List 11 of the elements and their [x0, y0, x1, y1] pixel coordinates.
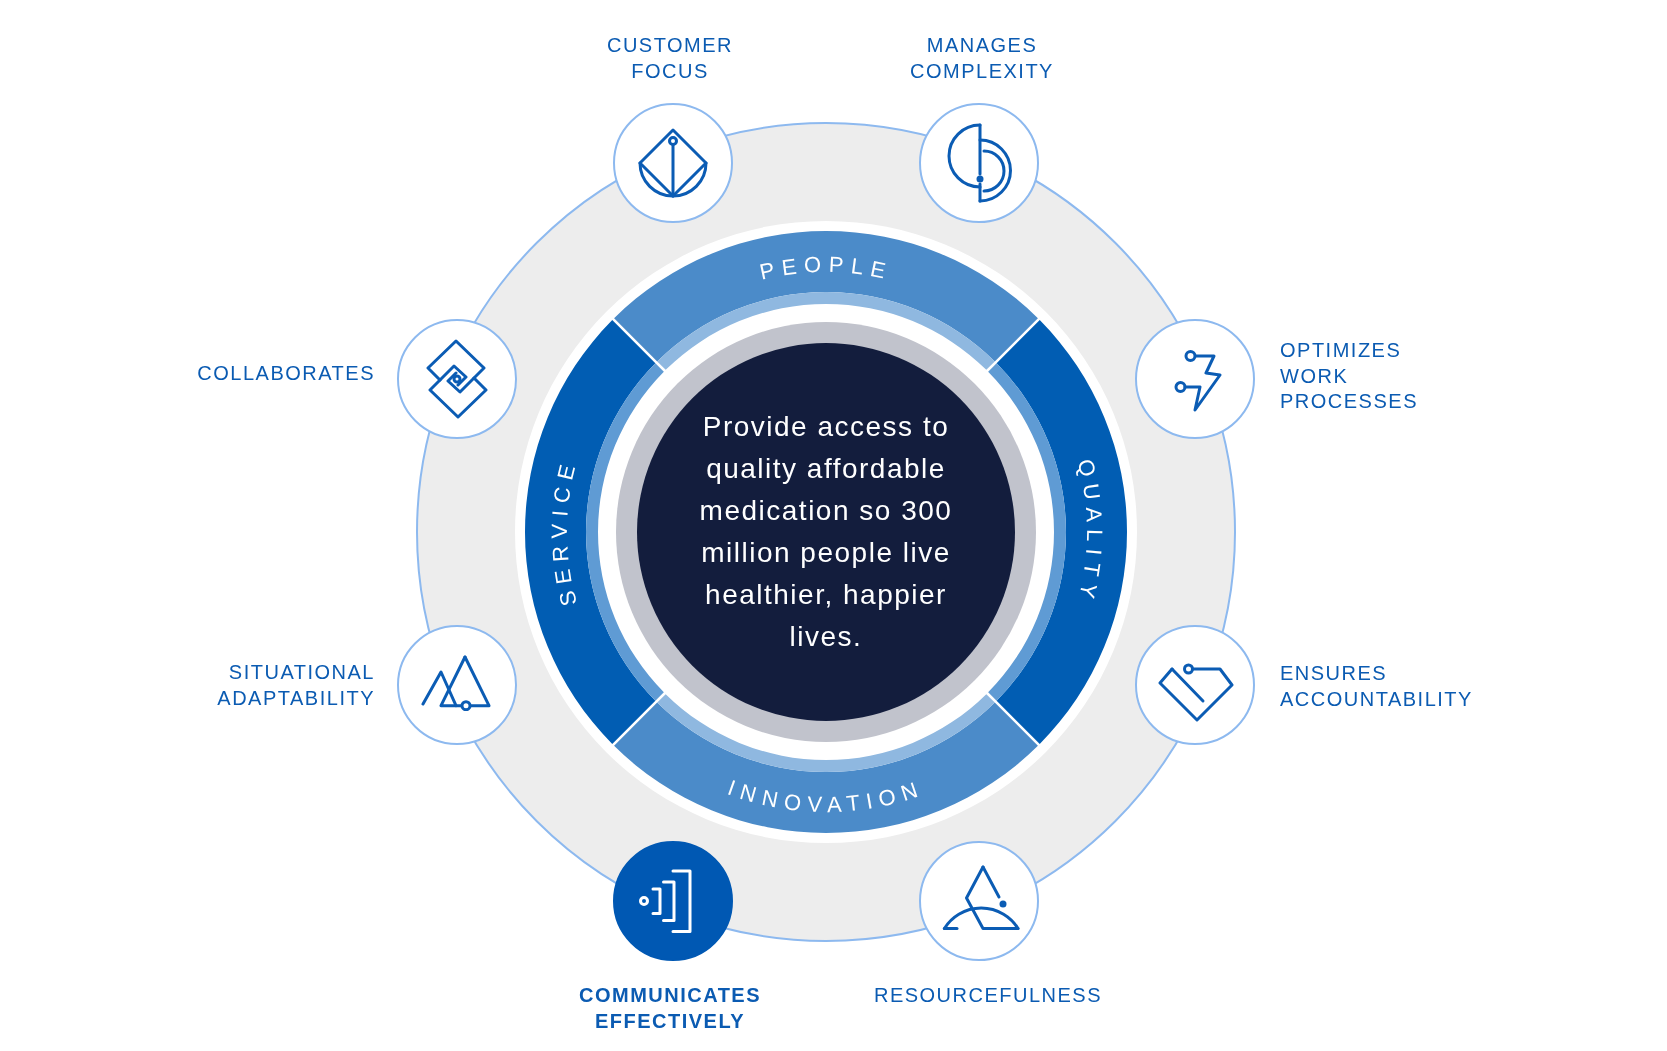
competency-label: COMMUNICATES EFFECTIVELY: [578, 984, 762, 1032]
competency-label: CUSTOMER FOCUS: [606, 34, 734, 82]
competency-label: OPTIMIZES WORK PROCESSES: [1280, 339, 1418, 412]
competency-label: ENSURES ACCOUNTABILITY: [1280, 662, 1473, 710]
mission-statement: Provide access to quality affordable medication so 300 million people live healthier, happier lives.: [699, 411, 953, 652]
competency-label: SITUATIONAL ADAPTABILITY: [217, 661, 375, 709]
competency-label: RESOURCEFULNESS: [873, 984, 1103, 1006]
competency-label: MANAGES COMPLEXITY: [910, 34, 1054, 82]
segment-label: PEOPLE: [757, 251, 895, 285]
segment-label: INNOVATION: [724, 774, 928, 818]
competency-label: COLLABORATES: [197, 362, 375, 384]
